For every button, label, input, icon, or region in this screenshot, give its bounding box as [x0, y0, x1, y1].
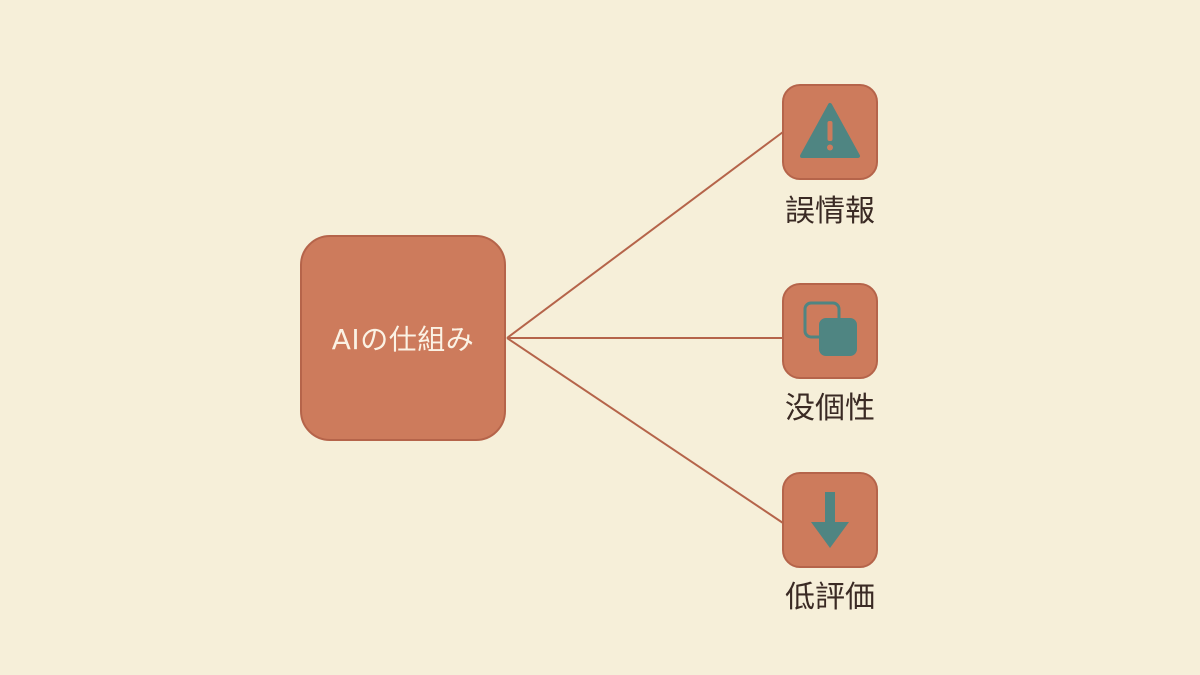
outcome-node-low-evaluation: [782, 472, 878, 568]
connector-to-low-evaluation: [506, 337, 784, 524]
warning-icon: [800, 103, 860, 158]
overlapping-squares-icon: [803, 301, 857, 356]
outcome-label-low-evaluation: 低評価: [785, 580, 875, 615]
center-node-ai-mechanism: AIの仕組み: [300, 235, 506, 441]
connector-to-misinformation: [506, 131, 784, 339]
outcome-node-lack-of-individuality: [782, 283, 878, 379]
outcome-label-misinformation: 誤情報: [785, 194, 875, 229]
arrow-down-icon: [811, 492, 849, 548]
outcome-node-misinformation: [782, 84, 878, 180]
center-node-label: AIの仕組み: [331, 323, 475, 356]
outcome-label-lack-of-individuality: 没個性: [785, 391, 875, 426]
